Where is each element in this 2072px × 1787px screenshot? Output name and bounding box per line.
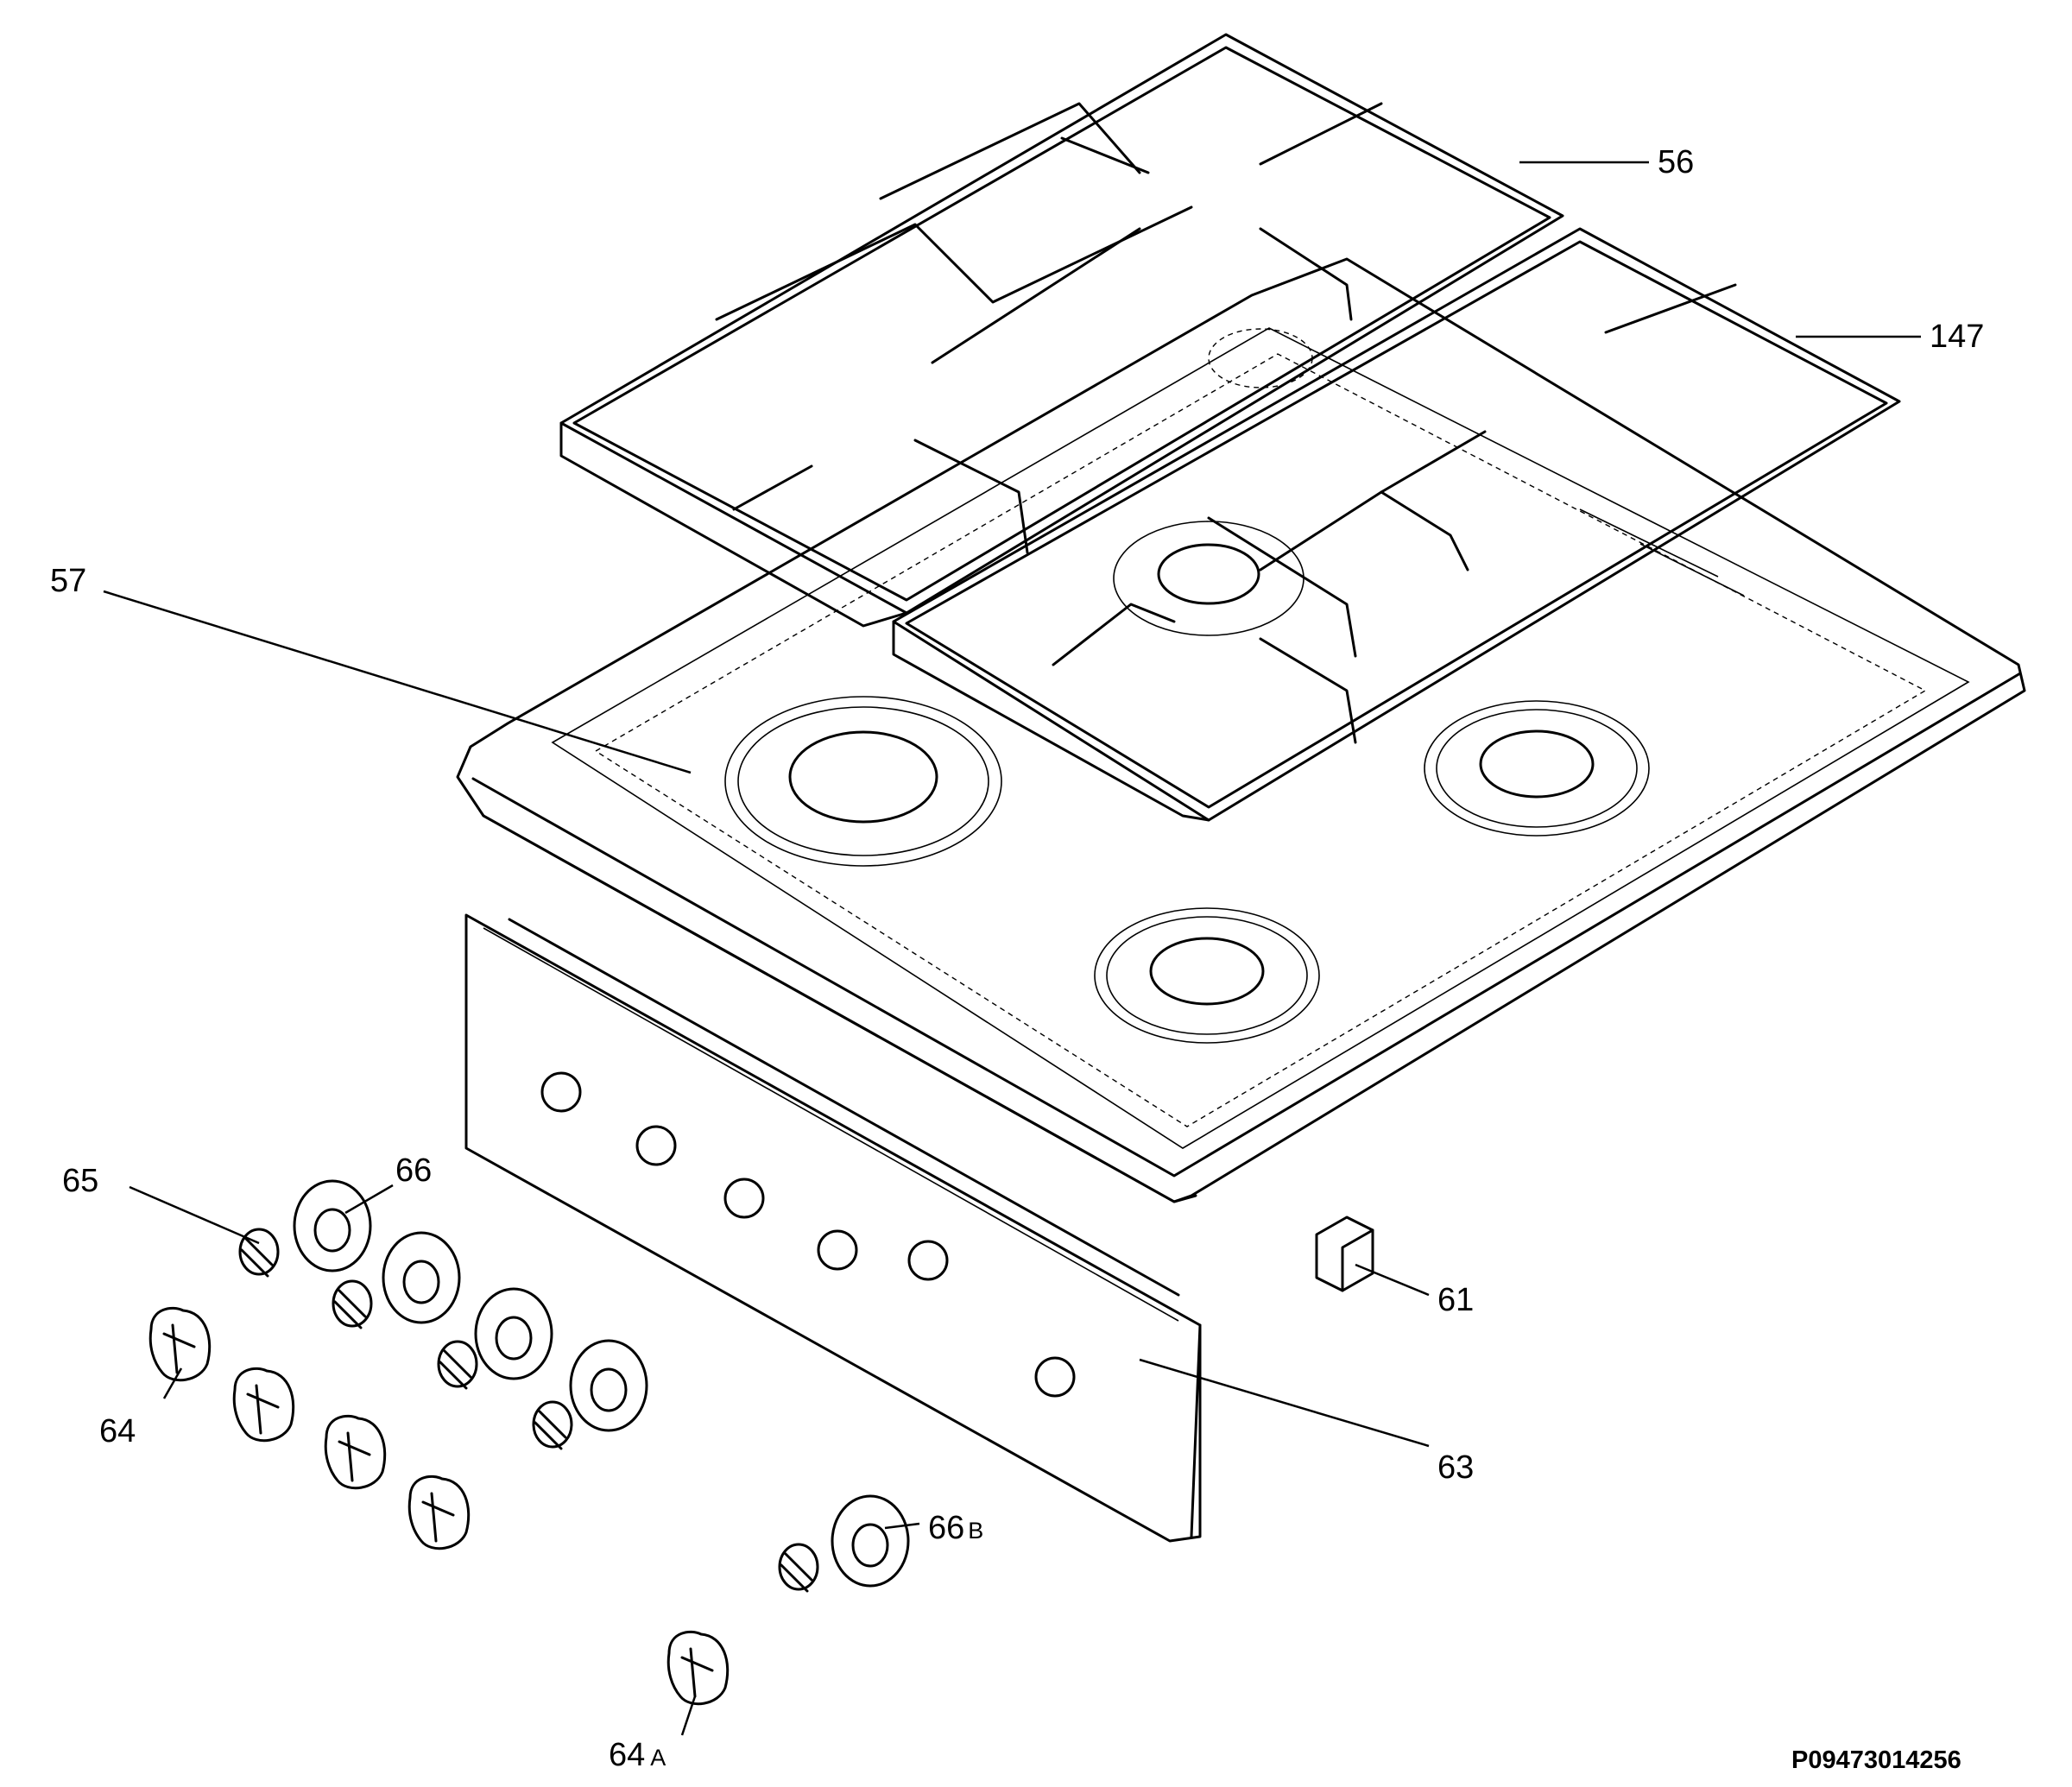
drawing-code: P09473014256 [1791,1746,1961,1774]
clip-61 [1315,1216,1374,1292]
label-66: 66 [395,1152,432,1189]
knob-ring-66-3 [474,1287,553,1380]
pan-support-56 [559,33,1564,628]
knob-ring-66-4 [569,1339,648,1432]
pan-support-147 [892,227,1901,822]
label-63: 63 [1437,1449,1474,1486]
spring-65-4 [532,1400,573,1450]
knob-ring-66-2 [382,1231,461,1324]
spring-65-2 [332,1279,373,1329]
label-64: 64 [99,1413,136,1449]
control-knob-64-4 [407,1474,471,1550]
label-57: 57 [50,563,86,599]
label-56: 56 [1658,144,1694,180]
leader-lines [103,161,1921,1736]
spring-65-1 [238,1228,280,1278]
control-knob-64-1 [148,1306,212,1382]
hob-top-57 [456,257,2026,1203]
control-knob-64-2 [232,1367,295,1443]
label-65: 65 [62,1163,98,1199]
spring-66b [778,1543,819,1593]
knob-ring-66-1 [293,1179,372,1272]
spring-65-3 [437,1340,478,1390]
control-knob-64-3 [324,1414,387,1490]
control-knob-64a [666,1630,730,1706]
label-61: 61 [1437,1282,1474,1318]
knob-ring-66b [831,1494,910,1588]
control-panel-63 [464,913,1202,1543]
label-147: 147 [1930,319,1984,355]
